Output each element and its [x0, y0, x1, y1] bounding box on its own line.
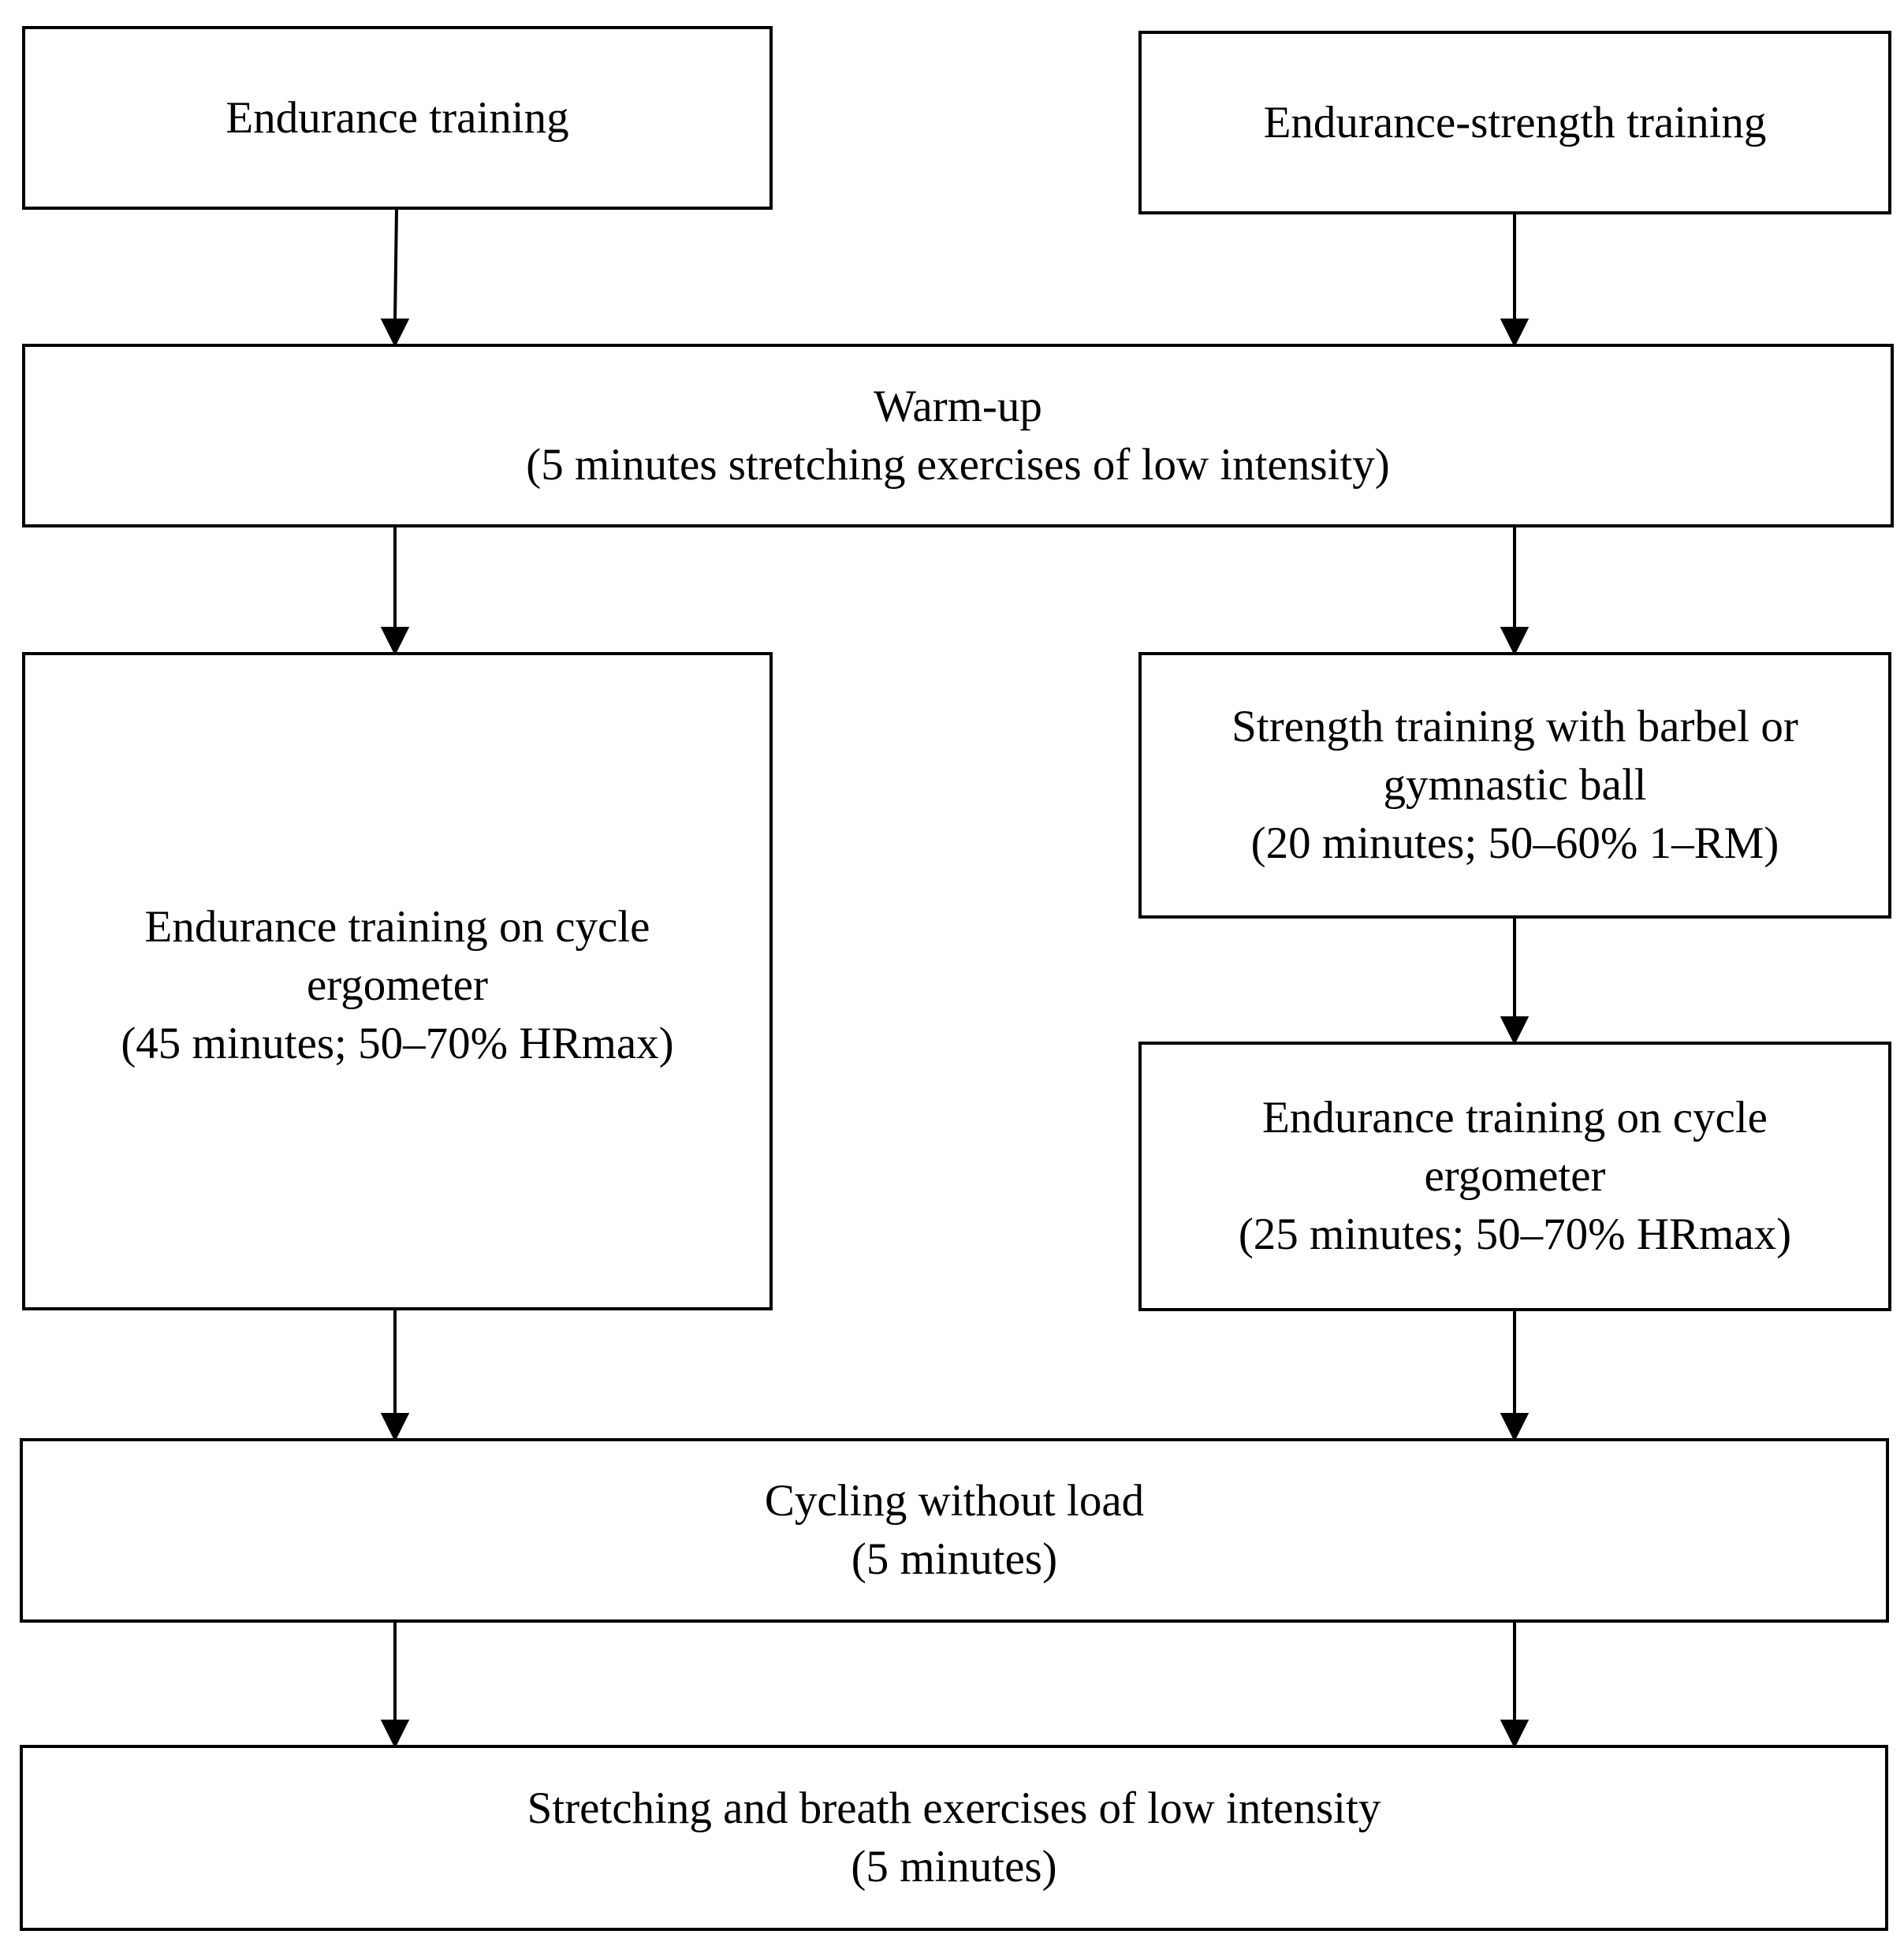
arrow-left-cycle-to-cycling	[380, 1310, 410, 1442]
node-strength-training: Strength training with barbel or gymnast…	[1138, 652, 1891, 919]
node-endurance-cycle-45: Endurance training on cycle ergometer (4…	[22, 652, 773, 1310]
node-label-line: ergometer	[306, 960, 488, 1010]
arrow-right-cycle-to-cycling	[1500, 1311, 1530, 1442]
node-label-line: (25 minutes; 50–70% HRmax)	[1238, 1209, 1792, 1259]
node-label-line: (5 minutes)	[851, 1534, 1058, 1584]
node-label-line: Endurance training on cycle	[144, 901, 650, 952]
node-label-line: ergometer	[1424, 1151, 1606, 1201]
arrow-cycling-to-stretching-right	[1500, 1623, 1530, 1749]
node-warm-up: Warm-up (5 minutes stretching exercises …	[22, 344, 1894, 527]
node-label-line: Endurance training	[225, 92, 569, 143]
node-label-line: gymnastic ball	[1383, 760, 1647, 810]
node-label-line: Strength training with barbel or	[1231, 702, 1798, 751]
node-label-line: (45 minutes; 50–70% HRmax)	[121, 1018, 674, 1068]
arrow-endstrength-to-warmup	[1500, 214, 1530, 348]
node-label-line: Cycling without load	[764, 1476, 1145, 1526]
arrow-strength-to-right-cycle	[1500, 919, 1530, 1045]
node-endurance-strength-training: Endurance-strength training	[1138, 31, 1891, 214]
node-endurance-training: Endurance training	[22, 26, 773, 210]
node-stretching-breath: Stretching and breath exercises of low i…	[20, 1745, 1888, 1931]
node-label-line: (20 minutes; 50–60% 1–RM)	[1250, 818, 1779, 868]
node-label-line: Stretching and breath exercises of low i…	[527, 1783, 1381, 1833]
node-endurance-cycle-25: Endurance training on cycle ergometer (2…	[1138, 1042, 1891, 1311]
node-label-line: (5 minutes stretching exercises of low i…	[526, 439, 1390, 490]
node-cycling-without-load: Cycling without load (5 minutes)	[20, 1438, 1889, 1623]
node-label-line: Endurance-strength training	[1263, 97, 1767, 147]
node-label-line: (5 minutes)	[851, 1842, 1057, 1892]
arrow-warmup-to-left-cycle	[380, 527, 410, 656]
node-label-line: Endurance training on cycle	[1262, 1093, 1768, 1142]
node-label-line: Warm-up	[874, 381, 1042, 431]
arrow-cycling-to-stretching-left	[380, 1623, 410, 1749]
arrow-endurance-to-warmup	[380, 209, 410, 348]
arrow-warmup-to-strength	[1500, 527, 1530, 656]
